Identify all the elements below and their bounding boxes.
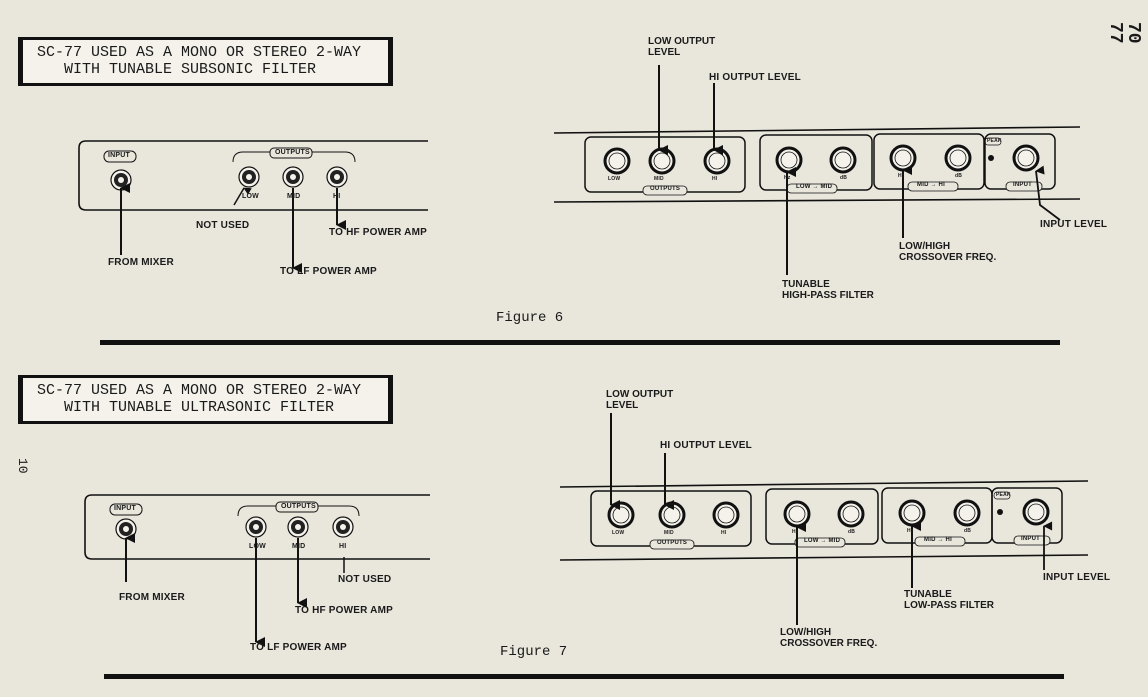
figure6-panel-low-mid-label: LOW → MID — [796, 184, 833, 190]
figure6-from-mixer-label: FROM MIXER — [108, 257, 174, 268]
figure7-to-lf-power-amp-label: TO LF POWER AMP — [250, 642, 347, 653]
figure7-title-line2: WITH TUNABLE ULTRASONIC FILTER — [37, 399, 335, 416]
figure7-hi-output-level-label: HI OUTPUT LEVEL — [660, 440, 752, 451]
figure7-from-mixer-label: FROM MIXER — [119, 592, 185, 603]
figure7-tunable-filter-label: TUNABLE LOW-PASS FILTER — [904, 589, 994, 611]
figure7-low-output-level-label: LOW OUTPUT LEVEL — [606, 389, 674, 411]
figure6-panel-outputs-label: OUTPUTS — [650, 186, 681, 192]
figure7-low-jack-label: LOW — [249, 543, 266, 550]
figure7-panel-db-label-2: dB — [964, 528, 972, 534]
figure6-panel-hz-label-2: Hz — [898, 173, 905, 179]
figure6-panel-mid-hi-label: MID → HI — [917, 182, 945, 188]
figure-divider-bottom — [104, 674, 1064, 679]
figure6-title-line2: WITH TUNABLE SUBSONIC FILTER — [37, 61, 317, 78]
figure7-front-panel — [559, 413, 1089, 625]
figure7-panel-low-mid-label: LOW → MID — [804, 538, 841, 544]
figure7-input-level-label: INPUT LEVEL — [1043, 572, 1111, 583]
figure6-panel-db-label-2: dB — [955, 173, 963, 179]
figure7-panel-mid-hi-label: MID → HI — [924, 537, 952, 543]
figure6-panel-hz-label-1: Hz — [784, 175, 791, 181]
figure6-rear-panel — [78, 140, 428, 273]
figure6-low-jack-label: LOW — [242, 193, 259, 200]
figure7-panel-input-label: INPUT — [1021, 536, 1040, 542]
figure6-not-used-label: NOT USED — [196, 220, 250, 231]
figure-divider-top — [100, 340, 1060, 345]
figure6-mid-jack-label: MID — [287, 193, 301, 200]
figure7-panel-hz-label-2: Hz — [907, 528, 914, 534]
figure6-input-jack-label: INPUT — [108, 152, 130, 159]
figure7-not-used-label: NOT USED — [338, 574, 392, 585]
figure7-to-hf-power-amp-label: TO HF POWER AMP — [295, 605, 393, 616]
figure7-panel-outputs-label: OUTPUTS — [657, 540, 688, 546]
page-number: 10 — [15, 458, 30, 474]
figure6-low-output-level-label: LOW OUTPUT LEVEL — [648, 36, 716, 58]
figure7-crossover-freq-label: LOW/HIGH CROSSOVER FREQ. — [780, 627, 878, 649]
figure7-rear-panel — [84, 494, 430, 647]
figure7-caption: Figure 7 — [500, 644, 568, 660]
figure6-caption: Figure 6 — [496, 310, 564, 326]
figure7-panel-low-knob-label: LOW — [612, 530, 625, 536]
figure6-hi-jack-label: HI — [333, 193, 341, 200]
figure7-title-box: SC-77 USED AS A MONO OR STEREO 2-WAY WIT… — [18, 375, 393, 424]
figure7-panel-hi-knob-label: HI — [721, 530, 727, 536]
figure7-input-jack-label: INPUT — [114, 505, 136, 512]
figure6-title-line1: SC-77 USED AS A MONO OR STEREO 2-WAY — [37, 44, 362, 61]
figure6-to-lf-power-amp-label: TO LF POWER AMP — [280, 266, 377, 277]
figure6-panel-mid-knob-label: MID — [654, 176, 664, 182]
figure6-crossover-freq-label: LOW/HIGH CROSSOVER FREQ. — [899, 241, 997, 263]
figure6-front-panel — [553, 65, 1081, 275]
figure6-panel-peak-label: PEAK — [987, 138, 1002, 144]
figure6-panel-input-label: INPUT — [1013, 182, 1032, 188]
figure7-panel-hz-label-1: Hz — [792, 529, 799, 535]
figure7-panel-mid-knob-label: MID — [664, 530, 674, 536]
figure6-outputs-jack-label: OUTPUTS — [275, 149, 310, 156]
figure6-input-level-label: INPUT LEVEL — [1040, 219, 1108, 230]
figure6-panel-db-label-1: dB — [840, 175, 848, 181]
figure6-tunable-filter-label: TUNABLE HIGH-PASS FILTER — [782, 279, 874, 301]
figure6-title-box: SC-77 USED AS A MONO OR STEREO 2-WAY WIT… — [18, 37, 393, 86]
figure7-outputs-jack-label: OUTPUTS — [281, 503, 316, 510]
figure7-hi-jack-label: HI — [339, 543, 347, 550]
figure7-mid-jack-label: MID — [292, 543, 306, 550]
figure6-hi-output-level-label: HI OUTPUT LEVEL — [709, 72, 801, 83]
figure6-to-hf-power-amp-label: TO HF POWER AMP — [329, 227, 427, 238]
figure6-panel-hi-knob-label: HI — [712, 176, 718, 182]
figure7-panel-db-label-1: dB — [848, 529, 856, 535]
figure7-panel-peak-label: PEAK — [996, 492, 1011, 498]
figure7-title-line1: SC-77 USED AS A MONO OR STEREO 2-WAY — [37, 382, 362, 399]
figure6-panel-low-knob-label: LOW — [608, 176, 621, 182]
